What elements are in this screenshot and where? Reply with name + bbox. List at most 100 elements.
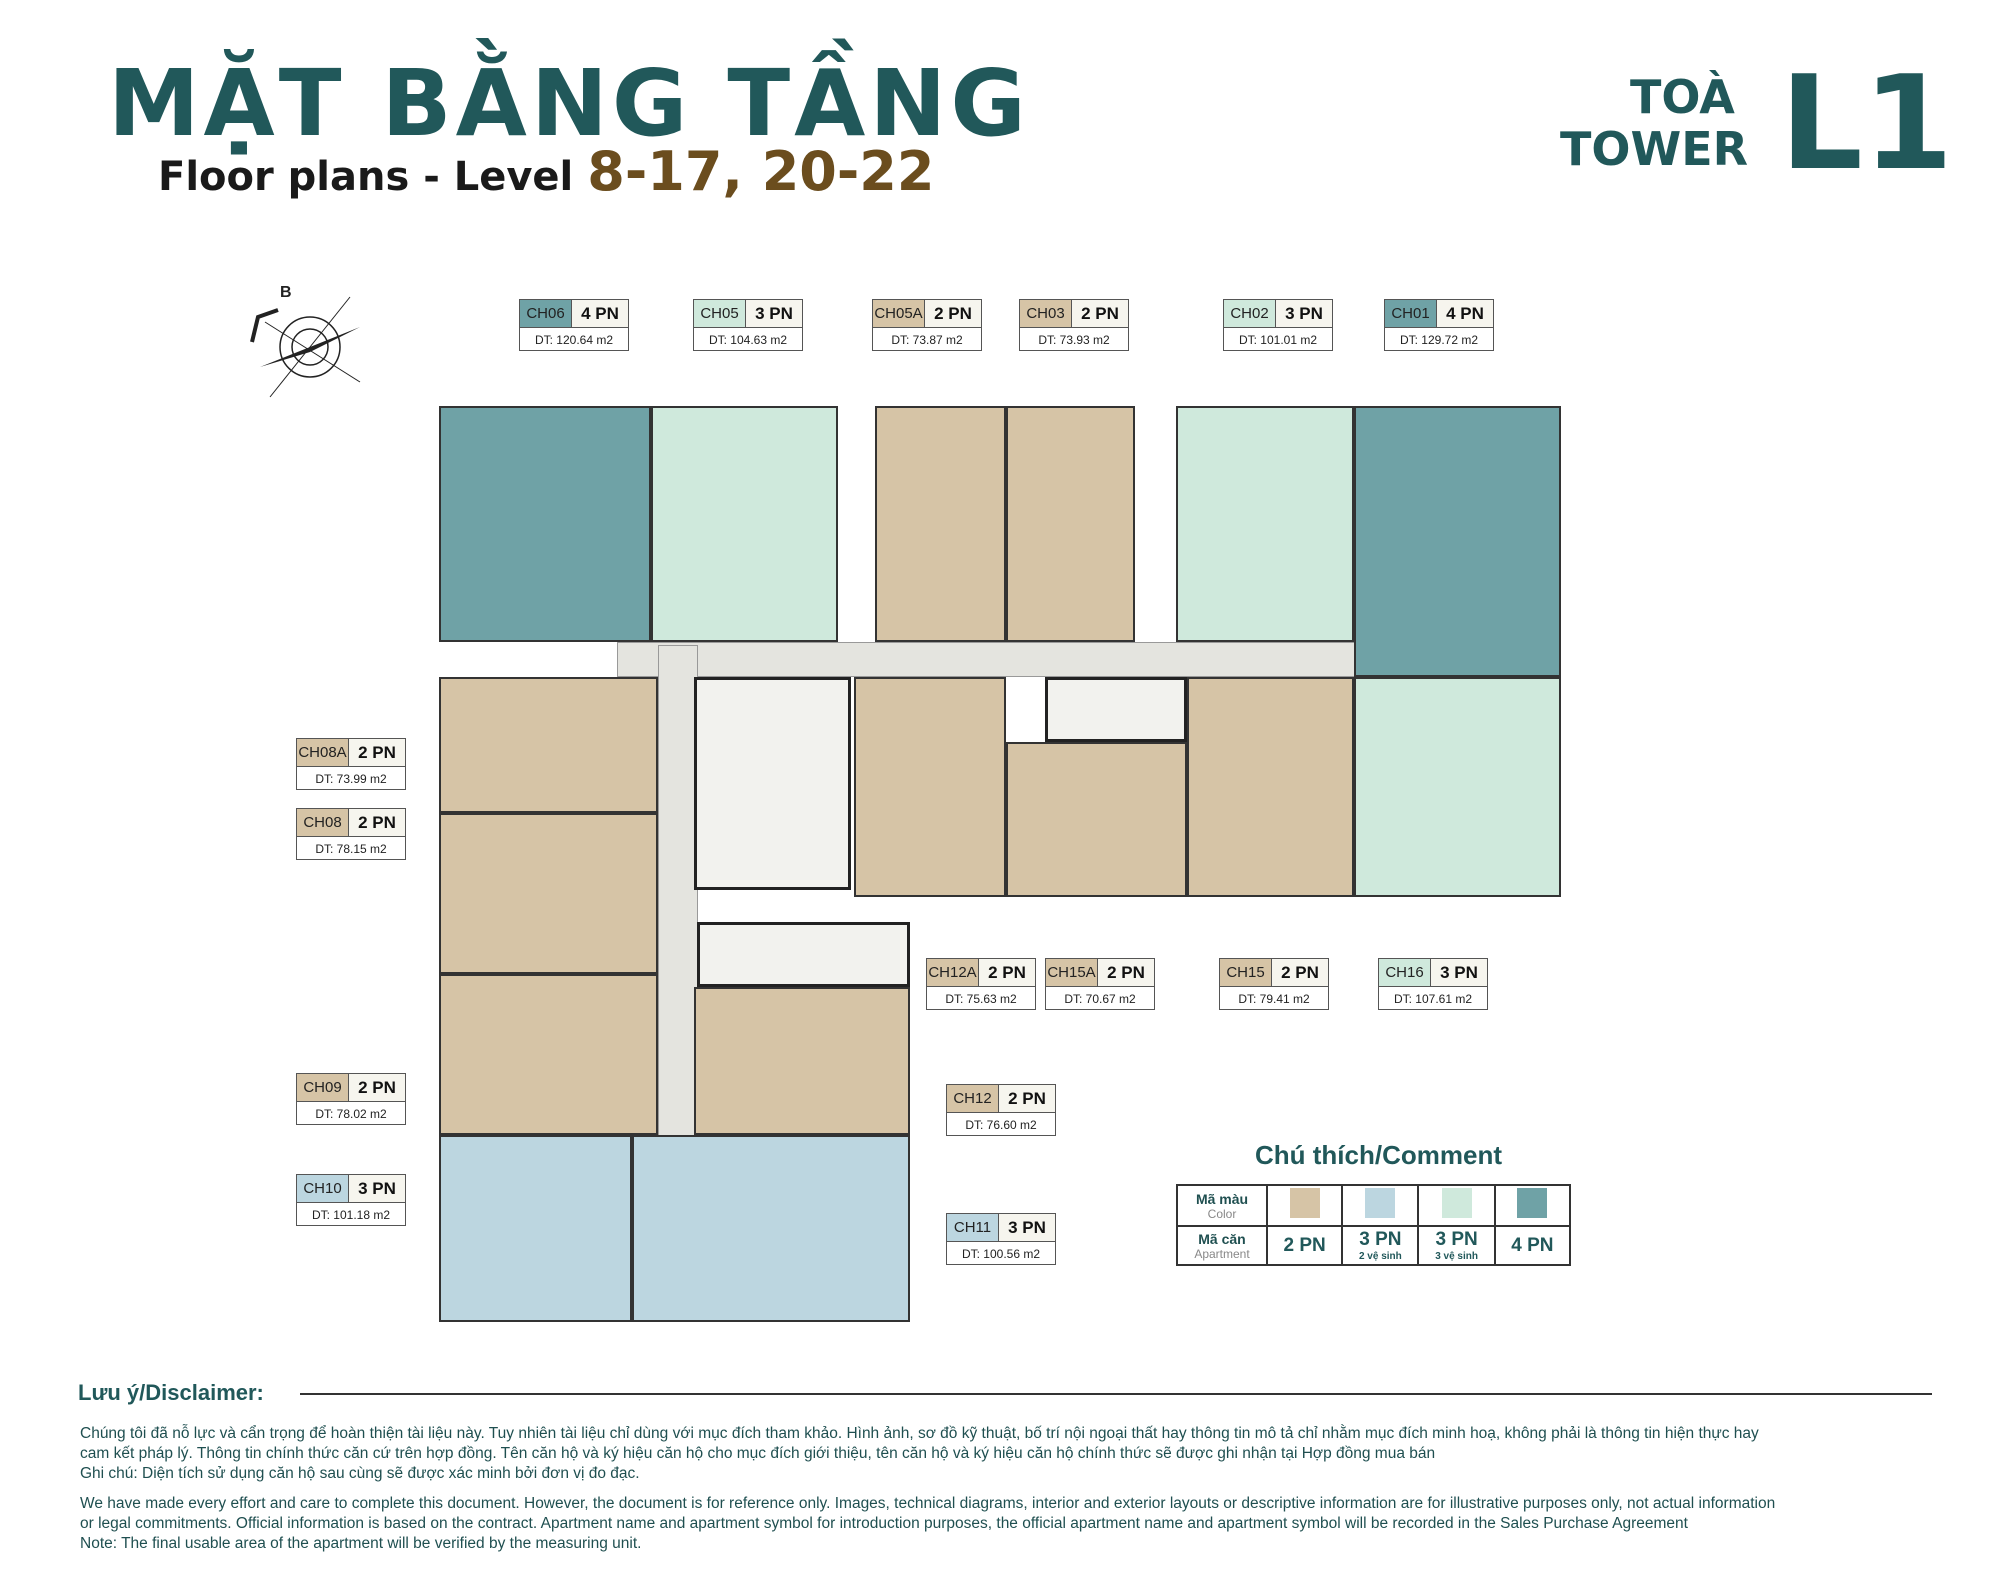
apartment-area: DT: 73.99 m2: [315, 771, 387, 786]
disclaimer-line: Note: The final usable area of the apart…: [80, 1535, 642, 1552]
tower-line1: TOÀ: [1630, 70, 1735, 124]
apartment-type: 3 PN: [1431, 959, 1487, 986]
disclaimer-line: Ghi chú: Diện tích sử dụng căn hộ sau cù…: [80, 1465, 640, 1482]
disclaimer-heading: Lưu ý/Disclaimer:: [78, 1380, 264, 1405]
legend-swatch-3pn-3vs: [1441, 1188, 1472, 1219]
legend-note: 2 vệ sinh: [1358, 1251, 1402, 1263]
disclaimer-en: We have made every effort and care to co…: [80, 1494, 1775, 1554]
apartment-CH09[interactable]: [439, 974, 658, 1135]
disclaimer-line: Chúng tôi đã nỗ lực và cẩn trọng để hoàn…: [80, 1425, 1759, 1442]
apartment-CH08A[interactable]: [439, 677, 658, 813]
apartment-code: CH08A: [297, 739, 349, 766]
apartment-area: DT: 76.60 m2: [965, 1117, 1037, 1132]
legend-color-label: Mã màu: [1195, 1190, 1249, 1207]
apartment-type: 3 PN: [349, 1175, 405, 1202]
disclaimer-vi: Chúng tôi đã nỗ lực và cẩn trọng để hoàn…: [80, 1424, 1759, 1484]
apartment-code: CH16: [1379, 959, 1431, 986]
apartment-CH15[interactable]: [1187, 677, 1354, 897]
apartment-area: DT: 70.67 m2: [1064, 991, 1136, 1006]
legend-type: 2 PN: [1283, 1234, 1326, 1256]
apartment-CH05A[interactable]: [875, 406, 1006, 642]
tower-line2: TOWER: [1560, 122, 1749, 176]
apartment-area: DT: 75.63 m2: [945, 991, 1017, 1006]
apartment-area: DT: 120.64 m2: [534, 332, 614, 347]
apartment-area: DT: 101.18 m2: [311, 1207, 391, 1222]
apartment-CH08[interactable]: [439, 813, 658, 974]
apartment-type: 2 PN: [1072, 300, 1128, 327]
apartment-CH02[interactable]: [1176, 406, 1354, 642]
apartment-CH10[interactable]: [439, 1135, 632, 1322]
apartment-type: 2 PN: [349, 1074, 405, 1101]
compass-icon: B: [250, 282, 370, 402]
elevator-core: [694, 677, 851, 890]
apartment-code: CH05: [694, 300, 746, 327]
apartment-area: DT: 78.02 m2: [315, 1106, 387, 1121]
legend-swatch-4pn: [1517, 1188, 1548, 1219]
legend-type: 3 PN: [1435, 1229, 1478, 1251]
apartment-CH03[interactable]: [1006, 406, 1135, 642]
apartment-CH12[interactable]: [694, 987, 910, 1135]
apartment-area: DT: 78.15 m2: [315, 841, 387, 856]
apartment-code: CH08: [297, 809, 349, 836]
corridor-horizontal: [617, 642, 1419, 677]
apartment-CH05[interactable]: [651, 406, 838, 642]
apartment-type: 4 PN: [572, 300, 628, 327]
apartment-code: CH11: [947, 1214, 999, 1241]
apartment-area: DT: 79.41 m2: [1238, 991, 1310, 1006]
legend-note: 3 vệ sinh: [1435, 1251, 1478, 1263]
legend-swatch-3pn-2vs: [1365, 1188, 1396, 1219]
apartment-area: DT: 104.63 m2: [708, 332, 788, 347]
apartment-type: 2 PN: [349, 739, 405, 766]
page-title: MẶT BẰNG TẦNG: [108, 50, 1030, 157]
stair-core: [697, 922, 910, 987]
legend-title: Chú thích/Comment: [1255, 1140, 1502, 1170]
apartment-code: CH01: [1385, 300, 1437, 327]
apartment-CH01[interactable]: [1354, 406, 1561, 677]
legend-apt-label: Mã căn: [1198, 1230, 1246, 1247]
apartment-type: 2 PN: [1098, 959, 1154, 986]
stair-core-2: [1045, 677, 1187, 742]
apartment-type: 4 PN: [1437, 300, 1493, 327]
apartment-code: CH12A: [927, 959, 979, 986]
apartment-area: DT: 73.93 m2: [1038, 332, 1110, 347]
apartment-area: DT: 100.56 m2: [961, 1246, 1041, 1261]
apartment-code: CH03: [1020, 300, 1072, 327]
apartment-type: 2 PN: [999, 1085, 1055, 1112]
legend-swatch-2pn: [1289, 1188, 1320, 1219]
legend-type: 4 PN: [1511, 1234, 1554, 1256]
apartment-CH06[interactable]: [439, 406, 651, 642]
apartment-type: 3 PN: [999, 1214, 1055, 1241]
legend-type: 3 PN: [1359, 1229, 1402, 1251]
disclaimer-line: We have made every effort and care to co…: [80, 1495, 1776, 1512]
apartment-type: 2 PN: [349, 809, 405, 836]
apartment-CH16[interactable]: [1354, 677, 1561, 897]
compass-label: B: [280, 284, 292, 301]
disclaimer-line: cam kết pháp lý. Thông tin chính thức că…: [80, 1445, 1436, 1462]
apartment-type: 3 PN: [1276, 300, 1332, 327]
apartment-area: DT: 73.87 m2: [891, 332, 963, 347]
divider: [300, 1393, 1932, 1395]
apartment-area: DT: 101.01 m2: [1238, 332, 1318, 347]
subtitle-text: Floor plans - Level: [158, 154, 574, 200]
apartment-area: DT: 129.72 m2: [1399, 332, 1479, 347]
apartment-CH12A[interactable]: [854, 677, 1006, 897]
apartment-code: CH09: [297, 1074, 349, 1101]
apartment-code: CH05A: [873, 300, 925, 327]
apartment-type: 2 PN: [925, 300, 981, 327]
apartment-CH15A[interactable]: [1006, 742, 1187, 897]
apartment-CH11[interactable]: [632, 1135, 910, 1322]
